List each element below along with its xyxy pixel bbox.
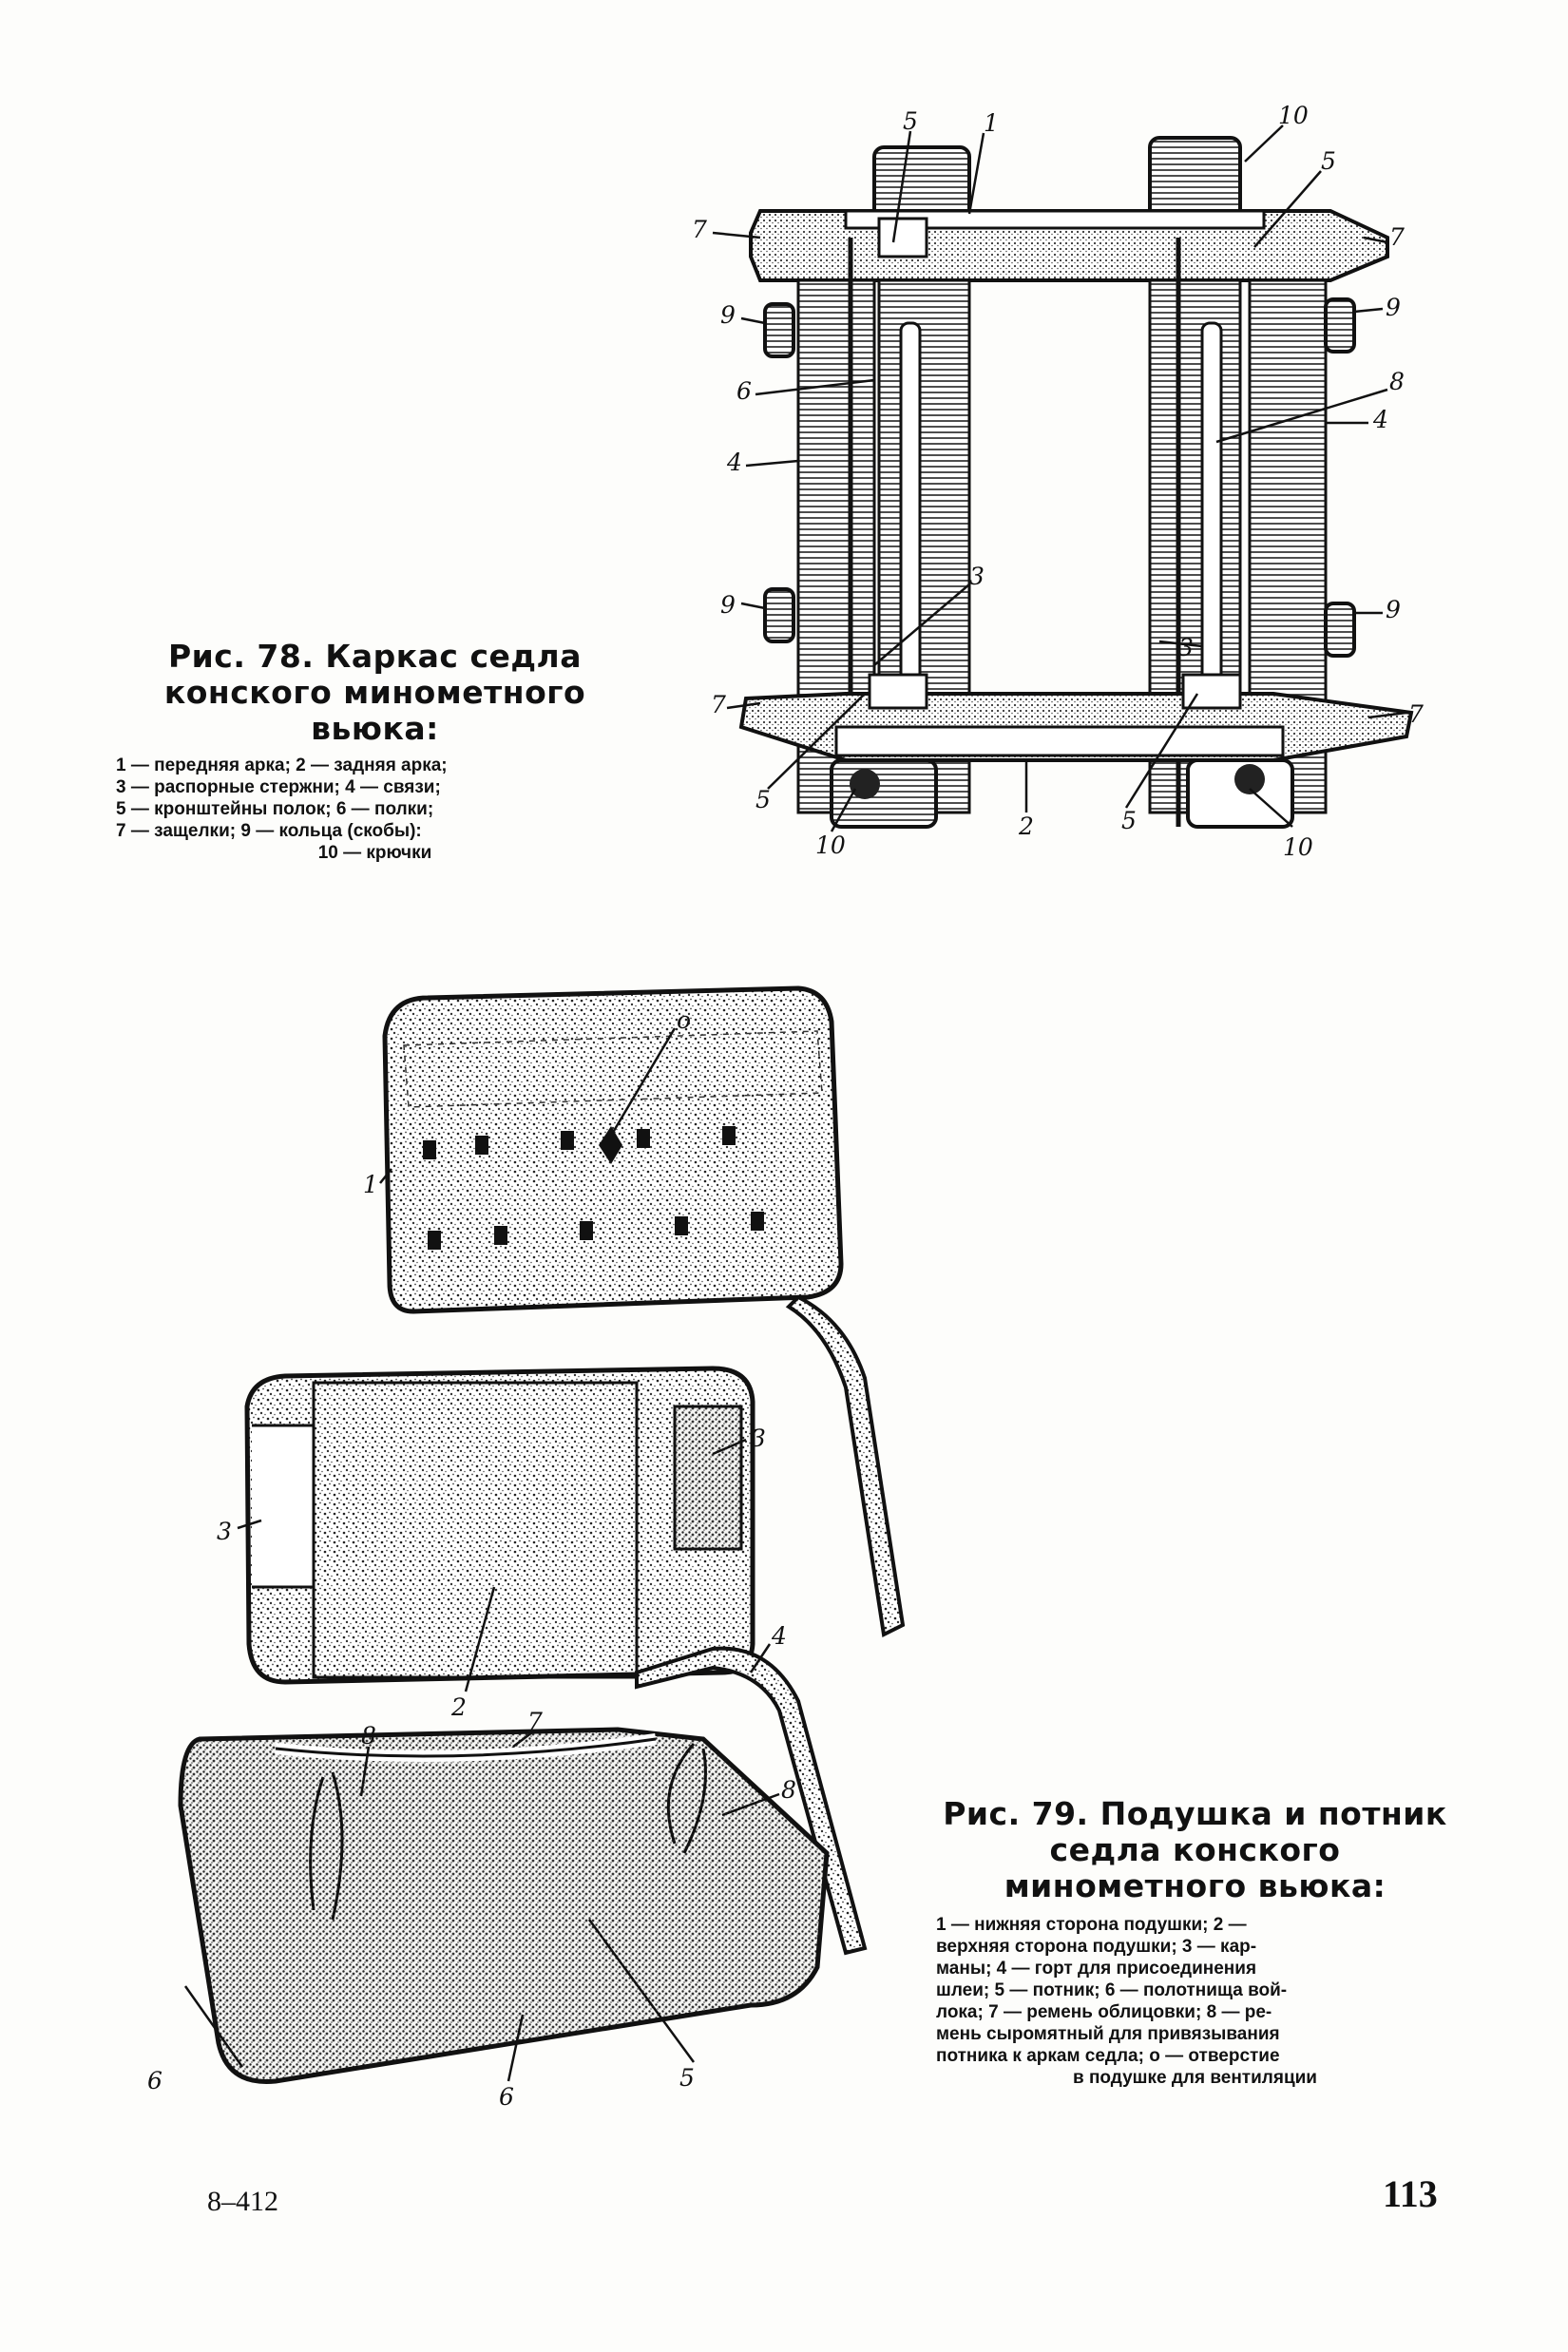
figure-79-title-text: Подушка и потник седла конского минометн… [1004, 1795, 1447, 1904]
callout-2: 2 [1018, 813, 1034, 840]
callout-7: 7 [527, 1708, 543, 1735]
callout-o: о [677, 1006, 691, 1034]
legend-line: лока; 7 — ремень облицовки; 8 — ре- [936, 2002, 1272, 2022]
figure-78-label: Рис. 78. [168, 638, 315, 675]
callout-2: 2 [450, 1693, 467, 1721]
callout-10-bottom-left: 10 [815, 832, 846, 859]
figure-78-title-text: Каркас седла конского минометного вьюка: [163, 638, 586, 747]
figure-79-caption: Рис. 79. Подушка и потник седла конского… [936, 1796, 1454, 2089]
saddle-frame-illustration: 1 5 10 5 7 7 9 9 6 4 4 8 3 3 9 9 7 7 5 5… [692, 102, 1424, 861]
figure-78-legend: 1 — передняя арка; 2 — задняя арка; 3 — … [116, 755, 634, 864]
callout-1: 1 [363, 1171, 378, 1198]
legend-line: маны; 4 — горт для присоединения [936, 1959, 1257, 1979]
legend-line: шлеи; 5 — потник; 6 — полотнища вой- [936, 1980, 1288, 2000]
page-number: 113 [1383, 2172, 1438, 2215]
callout-5: 5 [679, 2064, 695, 2092]
figure-79-legend: 1 — нижняя сторона подушки; 2 — верхняя … [936, 1914, 1454, 2089]
callout-3-left: 3 [217, 1518, 232, 1545]
legend-line: мень сыромятный для привязывания [936, 2024, 1280, 2044]
figure-79-title: Рис. 79. Подушка и потник седла конского… [936, 1796, 1454, 1904]
callout-8-right: 8 [781, 1776, 796, 1804]
legend-line: 1 — передняя арка; 2 — задняя арка; [116, 755, 448, 775]
cushion-and-pad-illustration: о 1 3 3 4 2 7 8 8 5 6 6 [147, 985, 906, 2111]
callout-6-left: 6 [147, 2067, 163, 2094]
callout-9-upper-left: 9 [720, 301, 736, 329]
callout-7-top-right: 7 [1389, 223, 1405, 251]
legend-line: 7 — защелки; 9 — кольца (скобы): [116, 821, 422, 841]
figure-78-caption: Рис. 78. Каркас седла конского минометно… [116, 639, 634, 864]
callout-1-top: 1 [984, 109, 999, 137]
legend-line: в подушке для вентиляции [1073, 2068, 1317, 2088]
callout-6-bottom: 6 [499, 2083, 514, 2111]
callout-5-left: 5 [903, 107, 918, 135]
callout-8-left: 8 [361, 1722, 376, 1750]
legend-line: 5 — кронштейны полок; 6 — полки; [116, 799, 434, 819]
figure-78-drawing: 1 5 10 5 7 7 9 9 6 4 4 8 3 3 9 9 7 7 5 5… [665, 102, 1444, 865]
callout-5-bottom-right: 5 [1121, 807, 1137, 834]
callout-9-lower-left: 9 [720, 591, 736, 619]
callout-9-lower-right: 9 [1386, 596, 1401, 623]
callout-6: 6 [736, 377, 752, 405]
callout-9-upper-right: 9 [1386, 294, 1401, 321]
legend-line: потника к аркам седла; о — отверстие [936, 2046, 1280, 2066]
figure-79-label: Рис. 79. [943, 1795, 1089, 1832]
legend-line: верхняя сторона подушки; 3 — кар- [936, 1937, 1257, 1957]
legend-line: 1 — нижняя сторона подушки; 2 — [936, 1915, 1247, 1935]
callout-5-right: 5 [1321, 147, 1336, 175]
figure-78-title: Рис. 78. Каркас седла конского минометно… [116, 639, 634, 747]
callout-7-top-left: 7 [692, 216, 707, 243]
callout-5-bottom-left: 5 [755, 786, 771, 813]
callout-4: 4 [771, 1622, 787, 1650]
legend-line: 3 — распорные стержни; 4 — связи; [116, 777, 441, 797]
figure-79-drawing: о 1 3 3 4 2 7 8 8 5 6 6 [143, 979, 922, 2176]
legend-line: 10 — крючки [317, 843, 432, 863]
callout-10-top: 10 [1278, 105, 1309, 129]
callout-7-bottom-right: 7 [1408, 700, 1424, 728]
callout-3-left: 3 [969, 563, 985, 590]
callout-3-right: 3 [751, 1425, 766, 1452]
callout-4-left: 4 [726, 449, 742, 476]
callout-4-right: 4 [1372, 406, 1388, 433]
callout-7-bottom-left: 7 [711, 691, 726, 718]
callout-10-bottom-right: 10 [1283, 833, 1313, 861]
signature-mark: 8–412 [207, 2186, 278, 2217]
callout-3-right: 3 [1178, 634, 1194, 661]
callout-8: 8 [1389, 368, 1405, 395]
